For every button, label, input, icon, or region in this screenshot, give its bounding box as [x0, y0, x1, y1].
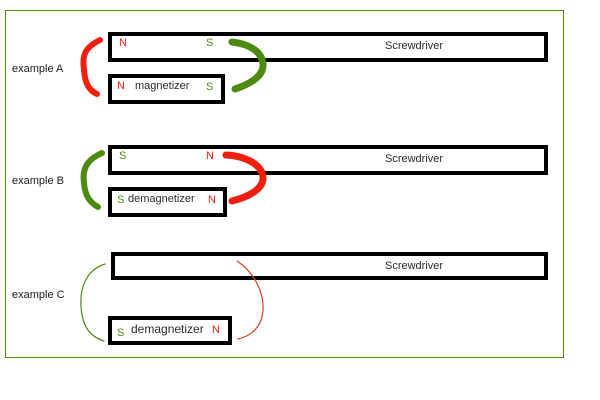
example-a-screwdriver-name: Screwdriver [385, 40, 444, 52]
example-b-demagnetizer-left-pole: S [117, 194, 125, 206]
example-b-demagnetizer-bar [108, 187, 227, 217]
example-a-screwdriver-bar [108, 32, 548, 62]
example-b-demagnetizer-name: demagnetizer [128, 193, 195, 205]
example-a-magnetizer-name: magnetizer [135, 80, 190, 92]
example-b-screwdriver-right-pole: N [206, 150, 214, 162]
example-b-demagnetizer-right-pole: N [208, 194, 216, 206]
diagram-frame [5, 10, 564, 358]
example-a-magnetizer-left-pole: N [117, 80, 125, 92]
example-a-label: example A [12, 63, 64, 75]
example-b-screwdriver-name: Screwdriver [385, 153, 444, 165]
example-b-screwdriver-left-pole: S [119, 150, 127, 162]
example-a-magnetizer-right-pole: S [206, 81, 214, 93]
example-c-screwdriver-name: Screwdriver [385, 260, 444, 272]
example-c-demagnetizer-left-pole: S [117, 327, 125, 339]
example-b-label: example B [12, 175, 64, 187]
example-a-screwdriver-right-pole: S [206, 37, 214, 49]
example-b-screwdriver-bar [108, 145, 548, 175]
example-c-demagnetizer-name: demagnetizer [131, 322, 204, 336]
example-a-screwdriver-left-pole: N [119, 37, 127, 49]
example-c-label: example C [12, 289, 65, 301]
example-c-screwdriver-bar [111, 252, 548, 280]
example-c-demagnetizer-right-pole: N [212, 324, 220, 336]
example-a-magnetizer-bar [108, 74, 225, 104]
example-c-demagnetizer-bar [108, 316, 232, 345]
